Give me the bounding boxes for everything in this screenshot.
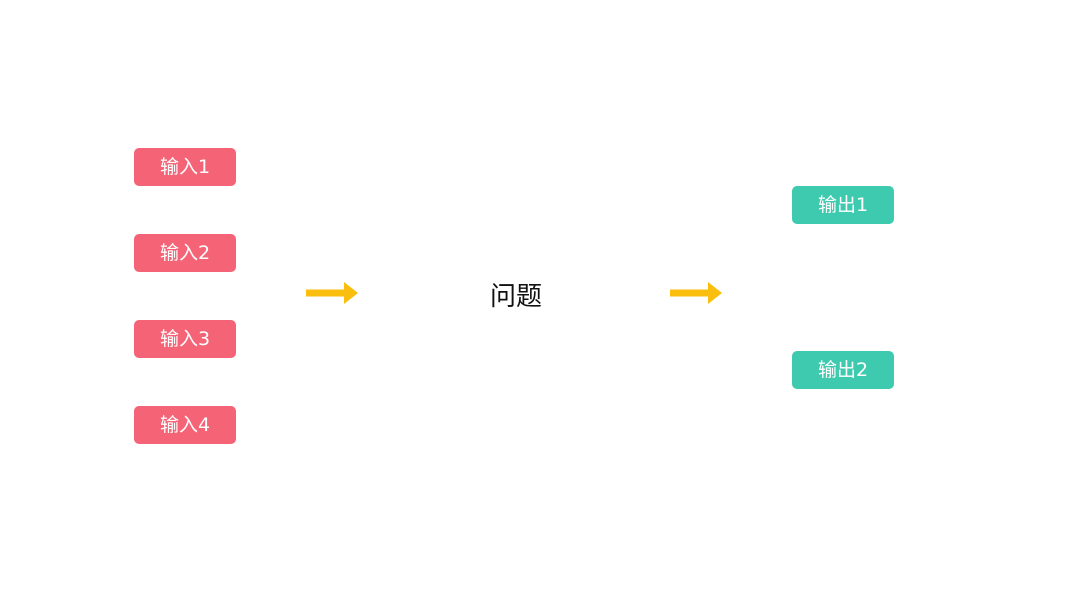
right-arrow-icon: [670, 282, 722, 304]
problem-label: 问题: [489, 282, 542, 312]
output-2-box: 输出2: [792, 351, 894, 389]
right-arrow-icon: [306, 282, 358, 304]
input-4-box: 输入4: [134, 406, 236, 444]
output-1-box: 输出1: [792, 186, 894, 224]
input-1-box: 输入1: [134, 148, 236, 186]
input-2-box: 输入2: [134, 234, 236, 272]
input-3-box: 输入3: [134, 320, 236, 358]
